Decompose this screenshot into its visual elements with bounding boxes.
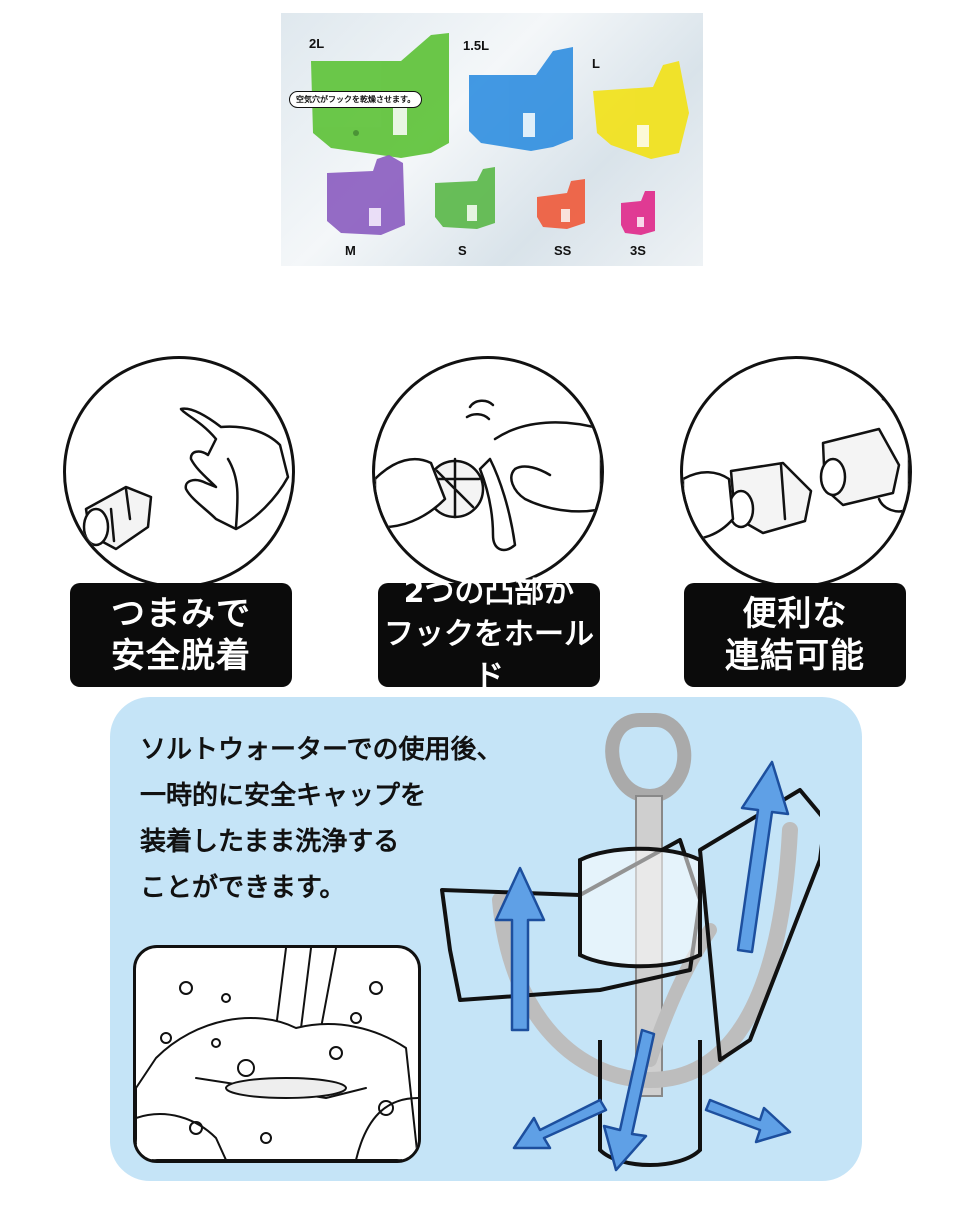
washing-line: 一時的に安全キャップを [140,781,427,811]
size-label-1-5l: 1.5L [463,38,490,53]
feature-label-line2: フックをホールド [384,617,594,694]
size-label-3s: 3S [630,243,646,258]
feature-label-hold: 2つの凸部が フックをホールド [378,575,600,694]
air-hole-callout: 空気穴がフックを乾燥させます。 [289,91,423,108]
feature-label-line2: 安全脱着 [111,636,251,676]
washing-line: 装着したまま洗浄する [140,827,400,857]
product-photo: 空気穴がフックを乾燥させます。 2L 1.5L L M S SS 3S [281,13,703,266]
feature-illustration-hold [372,356,604,588]
washing-description: ソルトウォーターでの使用後、 一時的に安全キャップを 装着したまま洗浄する こと… [140,727,502,911]
washing-line: ソルトウォーターでの使用後、 [140,735,503,765]
feature-label-line2: 連結可能 [725,636,865,676]
size-label-2l: 2L [309,36,325,51]
hook-with-cap-diagram [440,713,820,1172]
hook-caps-image [311,33,689,235]
washing-line: ことができます。 [140,873,346,903]
feature-label-pinch: つまみで 安全脱着 [70,583,292,687]
feature-illustration-pinch [63,356,295,588]
feature-label-line1: 便利な [742,594,848,634]
size-label-s: S [458,243,467,258]
size-label-m: M [345,243,356,258]
feature-label-connect: 便利な 連結可能 [684,583,906,687]
size-label-ss: SS [554,243,572,258]
washing-illustration [133,945,421,1163]
feature-label-line1: つまみで [111,594,251,634]
feature-label-line1: 2つの凸部が [403,575,575,610]
size-label-l: L [592,56,600,71]
feature-illustration-connect [680,356,912,588]
